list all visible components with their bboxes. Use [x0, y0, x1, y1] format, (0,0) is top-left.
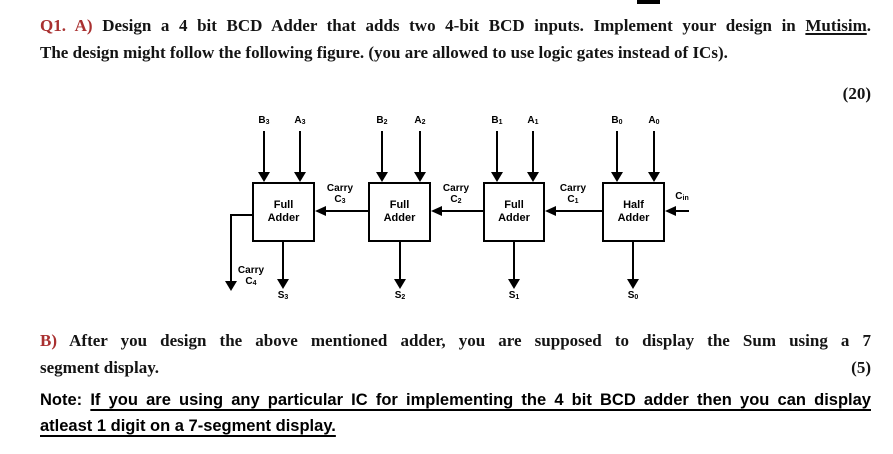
question-a-period: . — [866, 16, 872, 35]
input-label-a0: A0 — [648, 115, 660, 126]
a0-input-arrow-shaft — [653, 131, 655, 173]
carry-c4-word: Carry — [237, 265, 265, 276]
question-a-marks: (20) — [842, 84, 871, 103]
question-b-line2: segment display. — [40, 358, 160, 377]
question-a-text: Design a 4 bit BCD Adder that adds two 4… — [102, 16, 796, 35]
a3-input-arrow-shaft — [299, 131, 301, 173]
carry-c2-label: Carry C2 — [433, 183, 479, 205]
carry-c1-word: Carry — [559, 183, 587, 194]
carry-c1-symbol: C1 — [567, 193, 579, 205]
carry-c3-arrow-shaft — [326, 210, 368, 212]
note-underlined-text-line1: If you are using any particular IC for i… — [90, 391, 871, 409]
carry-c4-label: Carry C4 — [234, 265, 268, 287]
carry-c1-label: Carry C1 — [550, 183, 596, 205]
carry-c2-arrowhead — [431, 206, 442, 216]
b2-input-arrow-shaft — [381, 131, 383, 173]
b1-input-arrowhead — [491, 172, 503, 182]
carry-c3-word: Carry — [326, 183, 354, 194]
note-block: Note: If you are using any particular IC… — [40, 387, 871, 439]
a2-input-arrowhead — [414, 172, 426, 182]
b3-input-arrowhead — [258, 172, 270, 182]
carry-c3-arrowhead — [315, 206, 326, 216]
question-b-text: After you design the above mentioned add… — [69, 331, 871, 350]
a2-input-arrow-shaft — [419, 131, 421, 173]
s0-output-arrowhead — [627, 279, 639, 289]
carry-c4-arrowhead — [225, 281, 237, 291]
note-label: Note: — [40, 391, 83, 409]
s2-output-label: S2 — [394, 290, 406, 301]
s0-output-label: S0 — [627, 290, 639, 301]
a0-input-arrowhead — [648, 172, 660, 182]
s3-output-arrowhead — [277, 279, 289, 289]
s2-output-arrowhead — [394, 279, 406, 289]
a1-input-arrow-shaft — [532, 131, 534, 173]
input-label-b0: B0 — [611, 115, 623, 126]
full-adder-1-label-line1: Full — [504, 199, 524, 211]
question-a-label: Q1. A) — [40, 16, 93, 35]
carry-c3-label: Carry C3 — [317, 183, 363, 205]
b0-input-arrowhead — [611, 172, 623, 182]
note-line1: Note: If you are using any particular IC… — [40, 387, 871, 413]
carry-c4-arrow-shaft — [230, 214, 232, 281]
carry-c1-arrow-shaft — [556, 210, 602, 212]
input-label-a2: A2 — [414, 115, 426, 126]
carry-c4-stub-line — [230, 214, 252, 216]
half-adder-label-line1: Half — [623, 199, 644, 211]
question-b-marks: (5) — [851, 358, 871, 377]
a1-input-arrowhead — [527, 172, 539, 182]
question-a-underlined-word: Mutisim — [805, 16, 867, 35]
carry-c2-word: Carry — [442, 183, 470, 194]
note-underlined-text-line2: atleast 1 digit on a 7-segment display. — [40, 417, 336, 435]
s3-output-label: S3 — [277, 290, 289, 301]
half-adder-label-line2: Adder — [617, 212, 650, 224]
full-adder-1-box: Full Adder — [483, 182, 545, 242]
question-b-line2-row: segment display. (5) — [40, 354, 871, 381]
s0-output-arrow-shaft — [632, 242, 634, 279]
half-adder-box: Half Adder — [602, 182, 665, 242]
full-adder-3-box: Full Adder — [252, 182, 315, 242]
note-line2: atleast 1 digit on a 7-segment display. — [40, 413, 871, 439]
input-label-b3: B3 — [258, 115, 270, 126]
b2-input-arrowhead — [376, 172, 388, 182]
question-b-line1: B) After you design the above mentioned … — [40, 327, 871, 354]
b0-input-arrow-shaft — [616, 131, 618, 173]
question-a-line1: Q1. A) Design a 4 bit BCD Adder that add… — [40, 12, 871, 39]
input-label-a3: A3 — [294, 115, 306, 126]
input-label-a1: A1 — [527, 115, 539, 126]
a3-input-arrowhead — [294, 172, 306, 182]
s3-output-arrow-shaft — [282, 242, 284, 279]
question-a-line2: The design might follow the following fi… — [40, 43, 728, 62]
full-adder-2-label-line2: Adder — [383, 212, 416, 224]
s1-output-arrowhead — [508, 279, 520, 289]
full-adder-3-label-line2: Adder — [267, 212, 300, 224]
s2-output-arrow-shaft — [399, 242, 401, 279]
carry-c2-symbol: C2 — [450, 193, 462, 205]
input-label-b2: B2 — [376, 115, 388, 126]
carry-in-arrow-shaft — [676, 210, 689, 212]
carry-in-arrowhead — [665, 206, 676, 216]
full-adder-1-label-line2: Adder — [498, 212, 530, 224]
carry-in-label: Cin — [675, 191, 689, 202]
carry-c3-symbol: C3 — [334, 193, 346, 205]
b1-input-arrow-shaft — [496, 131, 498, 173]
carry-c1-arrowhead — [545, 206, 556, 216]
input-label-b1: B1 — [491, 115, 503, 126]
carry-c4-symbol: C4 — [245, 275, 257, 287]
s1-output-label: S1 — [508, 290, 520, 301]
s1-output-arrow-shaft — [513, 242, 515, 279]
full-adder-2-label-line1: Full — [389, 199, 410, 211]
question-b-label: B) — [40, 331, 57, 350]
full-adder-3-label-line1: Full — [273, 199, 294, 211]
carry-c2-arrow-shaft — [442, 210, 483, 212]
cropped-header-text-fragment — [637, 0, 660, 4]
full-adder-2-box: Full Adder — [368, 182, 431, 242]
b3-input-arrow-shaft — [263, 131, 265, 173]
